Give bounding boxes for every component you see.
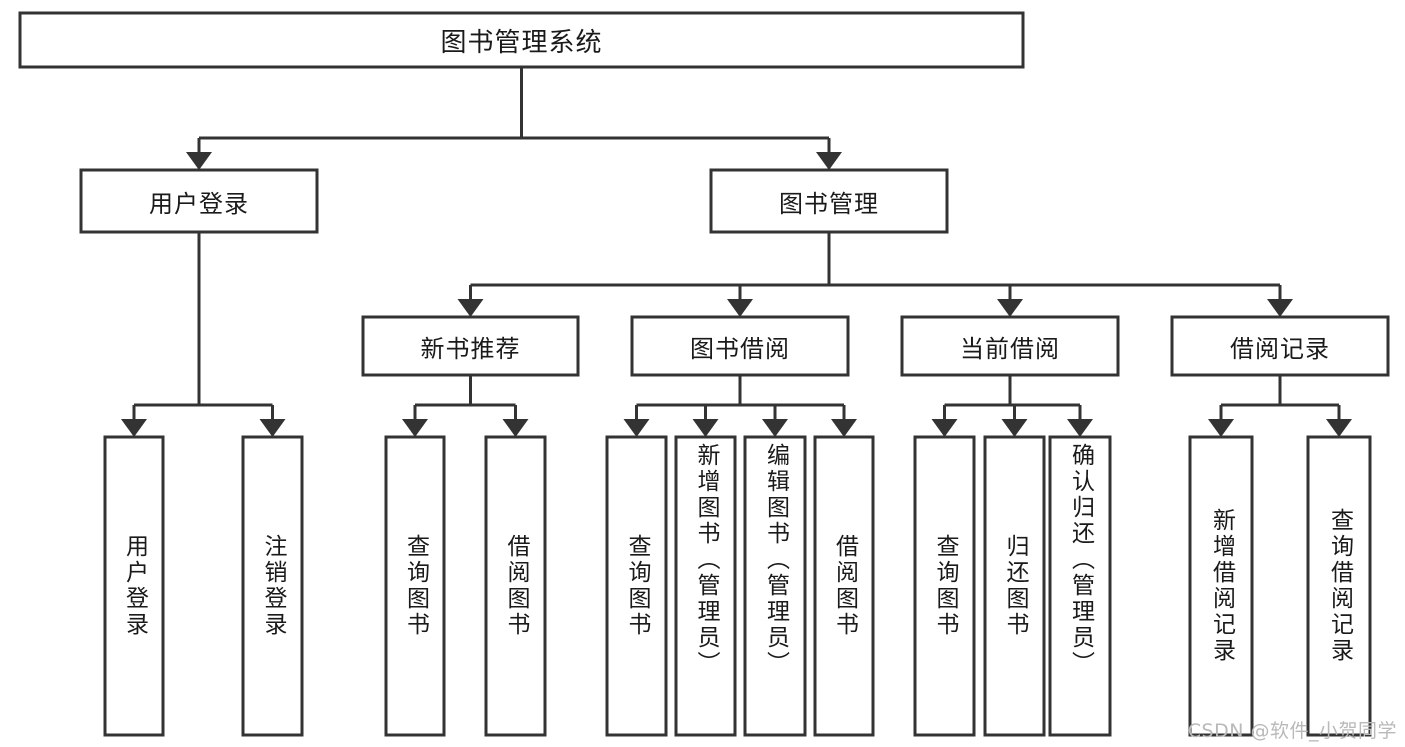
node-box-l_confirm_return[interactable] bbox=[1048, 435, 1112, 737]
arrow-head bbox=[931, 419, 958, 437]
arrow-head bbox=[457, 299, 484, 317]
node-layer bbox=[18, 11, 1390, 737]
node-box-n_user_login[interactable] bbox=[79, 168, 319, 234]
node-box-l_add_record[interactable] bbox=[1188, 435, 1254, 737]
arrow-head bbox=[121, 419, 147, 437]
node-box-l_query_book_3[interactable] bbox=[913, 435, 976, 737]
arrow-head bbox=[1208, 419, 1234, 437]
arrow-head bbox=[623, 419, 650, 437]
node-box-l_query_book_2[interactable] bbox=[605, 435, 668, 737]
node-box-l_query_book_1[interactable] bbox=[384, 435, 446, 737]
node-box-l_user_login[interactable] bbox=[103, 435, 165, 737]
arrow-head bbox=[1267, 299, 1293, 317]
arrow-head bbox=[502, 419, 529, 437]
arrow-head bbox=[1067, 419, 1093, 437]
arrow-head bbox=[831, 419, 857, 437]
node-box-n_book_borrow[interactable] bbox=[630, 315, 850, 377]
node-box-n_current_borrow[interactable] bbox=[900, 315, 1120, 377]
arrow-head bbox=[997, 299, 1023, 317]
arrow-head bbox=[259, 419, 286, 437]
node-box-l_query_record[interactable] bbox=[1306, 435, 1372, 737]
arrow-head bbox=[1001, 419, 1028, 437]
node-box-l_add_book[interactable] bbox=[674, 435, 737, 737]
node-box-root[interactable] bbox=[18, 11, 1025, 69]
arrow-head bbox=[692, 419, 719, 437]
node-box-n_borrow_record[interactable] bbox=[1170, 315, 1390, 377]
node-box-n_new_book_rec[interactable] bbox=[361, 315, 580, 377]
arrow-head bbox=[402, 419, 428, 437]
node-box-l_user_logout[interactable] bbox=[241, 435, 304, 737]
watermark-label: CSDN @软件_小贺同学 bbox=[1187, 720, 1397, 742]
node-box-l_borrow_book_1[interactable] bbox=[484, 435, 547, 737]
node-box-l_borrow_book_2[interactable] bbox=[813, 435, 875, 737]
arrow-head bbox=[762, 419, 788, 437]
arrow-head bbox=[727, 299, 753, 317]
arrow-head bbox=[816, 152, 842, 170]
node-box-l_return_book[interactable] bbox=[983, 435, 1046, 737]
arrow-head bbox=[186, 152, 212, 170]
arrow-head bbox=[1326, 419, 1352, 437]
connector-layer bbox=[121, 67, 1352, 437]
node-box-l_edit_book[interactable] bbox=[743, 435, 807, 737]
node-box-n_book_manage[interactable] bbox=[709, 168, 949, 234]
